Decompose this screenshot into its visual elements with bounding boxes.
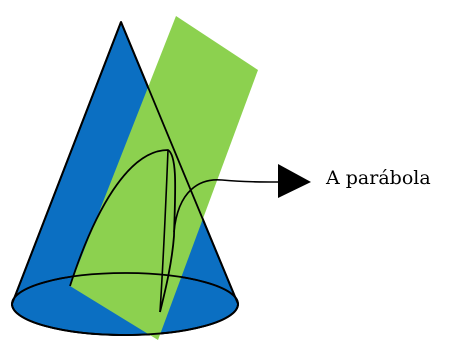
- cone-edge-left: [11, 21, 122, 305]
- cone-base-outline: [11, 272, 239, 336]
- parabola-label: A parábola: [326, 167, 431, 189]
- cutting-plane: [70, 16, 258, 340]
- cone-edge-right: [120, 21, 239, 305]
- parabola-axis: [159, 149, 169, 313]
- parabola-curve: [69, 149, 177, 313]
- leader-line: [173, 179, 285, 233]
- arrow-right-icon: [278, 164, 311, 198]
